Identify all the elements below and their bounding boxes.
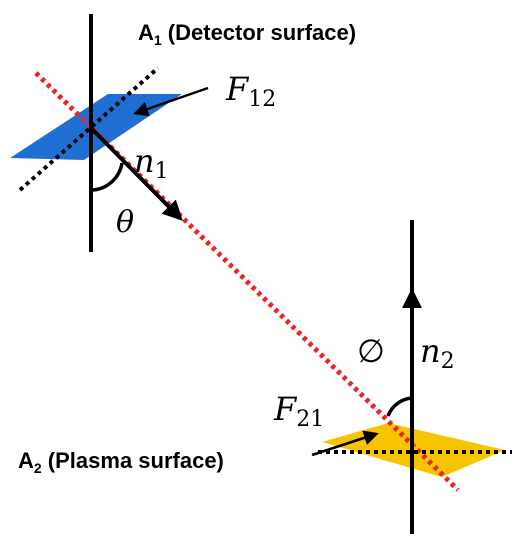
plasma-surface-label: A2 (Plasma surface)	[18, 448, 224, 476]
detector-surface-label: A1 (Detector surface)	[138, 20, 356, 48]
f12-pointer	[133, 86, 209, 117]
detector-surface-line	[18, 66, 160, 192]
theta-label: θ	[116, 205, 134, 240]
f12-label: F12	[225, 70, 276, 112]
phi-arc	[386, 396, 413, 417]
theta-arc	[90, 162, 124, 192]
n1-arrow	[89, 126, 183, 221]
detector-surface	[10, 94, 182, 160]
f21-pointer	[311, 430, 379, 457]
phi-label: ∅	[357, 332, 385, 370]
n2-label: n2	[420, 332, 455, 374]
n1-label: n1	[134, 142, 169, 184]
f21-label: F21	[273, 390, 324, 432]
